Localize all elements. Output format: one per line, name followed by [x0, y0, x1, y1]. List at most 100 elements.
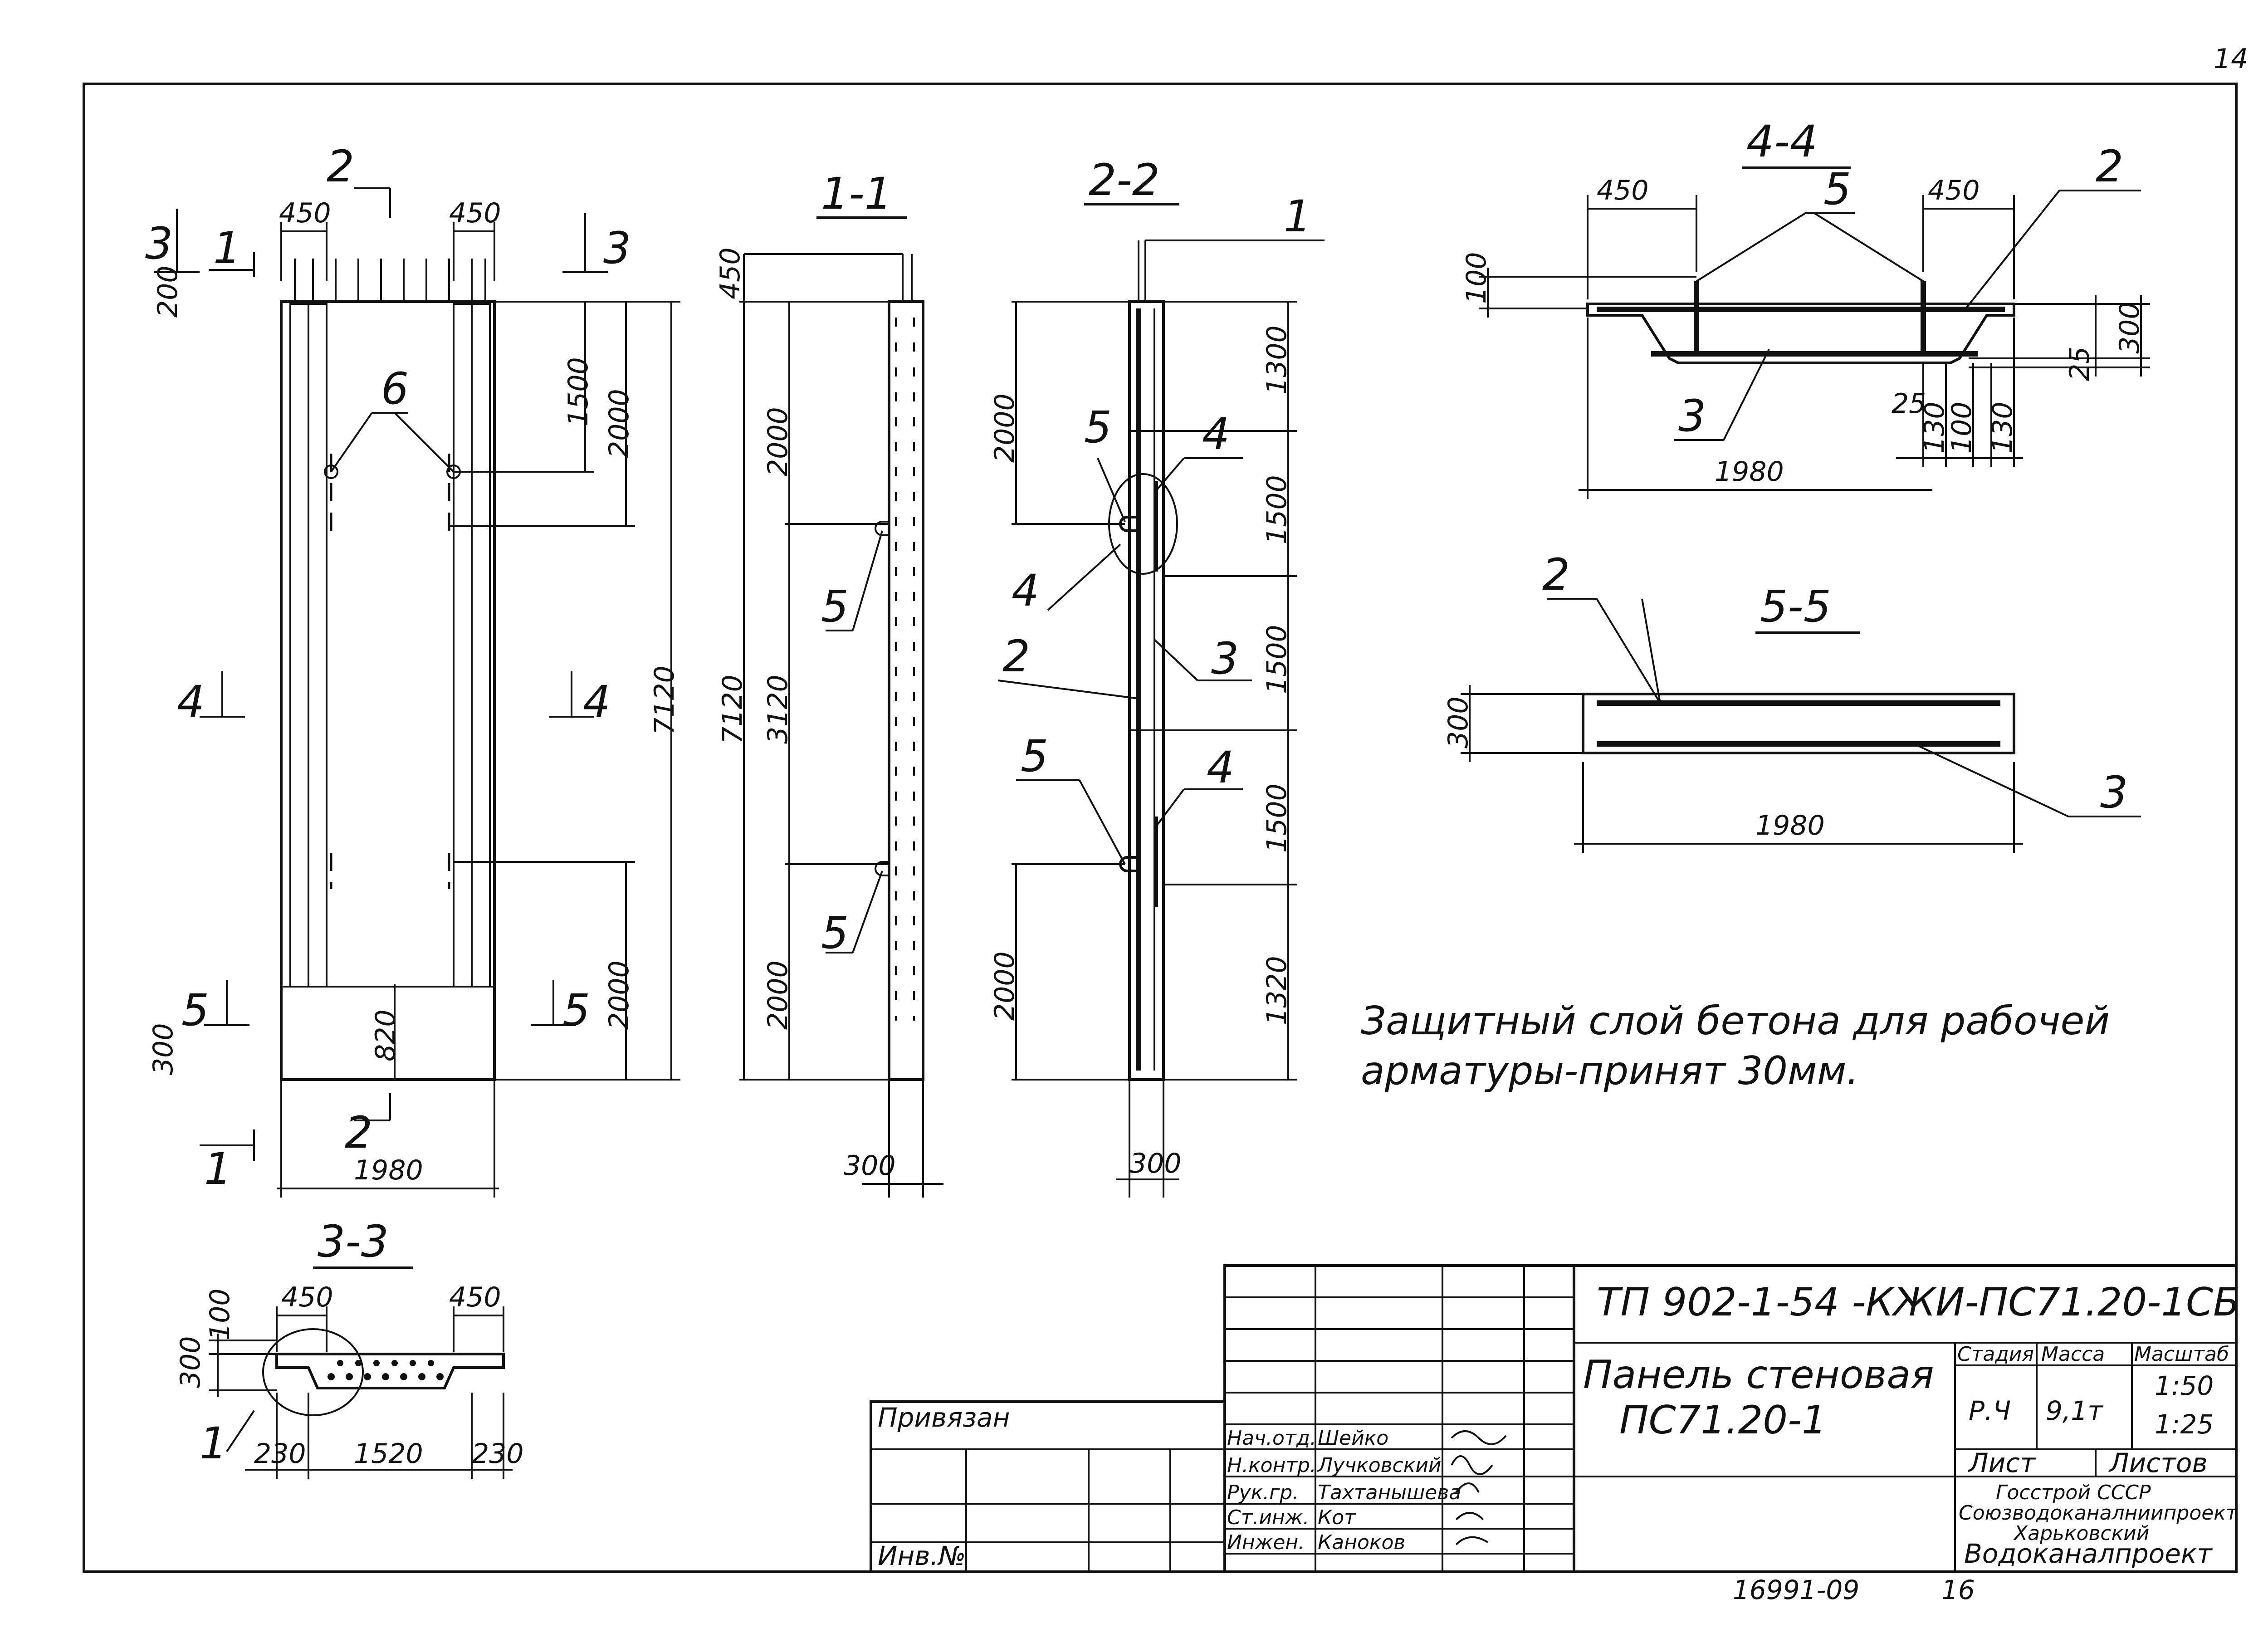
dim-1500-a: 1500: [1261, 475, 1293, 544]
dim-1980: 1980: [1755, 810, 1825, 841]
marker-1-bottom: 1: [204, 1144, 232, 1194]
section-4-4-profile: [1586, 303, 2015, 364]
section-3-3: 3-3 450 450 100 300 230 1520 230: [175, 1216, 524, 1479]
stage-header: Стадия: [1957, 1343, 2034, 1366]
embedded-part-left: [324, 465, 338, 479]
callout-2: 2: [1002, 631, 1030, 682]
marker-3-right: 3: [603, 223, 631, 274]
dim-2000-top: 2000: [762, 407, 794, 476]
dim-450: 450: [714, 247, 746, 299]
corner-number: 14: [2214, 43, 2248, 75]
section-5-5-outline: [1582, 693, 2015, 754]
callout-5-lower: 5: [1021, 731, 1048, 782]
dim-1500: 1500: [562, 357, 594, 426]
marker-4-left: 4: [177, 676, 205, 727]
dim-7120: 7120: [649, 665, 680, 735]
role-norm-control: Н.контр.: [1227, 1454, 1316, 1477]
bound-label: Привязан: [878, 1402, 1010, 1433]
scale-value-2: 1:25: [2155, 1409, 2214, 1440]
callout-5: 5: [1823, 164, 1851, 215]
role-engineer: Инжен.: [1227, 1531, 1305, 1554]
section-1-1-holes: [895, 318, 915, 1021]
scale-value-1: 1:50: [2155, 1370, 2214, 1401]
dim-300: 300: [844, 1150, 896, 1182]
dim-300: 300: [1442, 696, 1474, 748]
dim-2000-left-top: 2000: [989, 393, 1021, 463]
name-norm-control: Лучковский: [1317, 1454, 1442, 1477]
document-code: ТП 902-1-54 -КЖИ-ПС71.20-1СБ: [1597, 1280, 2240, 1325]
note-line-2: арматуры-принят 30мм.: [1361, 1048, 1859, 1094]
section-2-2-title: 2-2: [1089, 155, 1160, 205]
dim-450-right: 450: [1928, 175, 1980, 206]
callout-4-upper-right: 4: [1202, 409, 1230, 460]
dim-1980: 1980: [1715, 456, 1784, 488]
section-1-1-outline: [888, 300, 924, 1081]
callout-1: 1: [1284, 191, 1311, 242]
mass-value: 9,1т: [2046, 1395, 2104, 1426]
dim-2000-lower: 2000: [603, 960, 635, 1030]
callout-3: 3: [1678, 391, 1706, 441]
callout-5-upper: 5: [821, 581, 849, 632]
dim-450-left: 450: [281, 1281, 333, 1313]
sheet-label: Лист: [1968, 1447, 2036, 1478]
name-senior-eng: Кот: [1318, 1506, 1356, 1529]
name-head-of-dept: Шейко: [1318, 1427, 1388, 1450]
callout-4-left: 4: [1012, 565, 1039, 616]
dim-230-left: 230: [254, 1438, 306, 1470]
section-5-5: 5-5 2 3 300 1980: [1442, 549, 2141, 853]
callout-1: 1: [200, 1418, 227, 1469]
dim-2000-upper: 2000: [603, 389, 635, 458]
archive-page: 16: [1941, 1574, 1975, 1605]
marker-4-right: 4: [583, 676, 611, 727]
panel-outline: [280, 300, 496, 1081]
dim-100-left: 100: [1461, 252, 1492, 304]
callout-3: 3: [2100, 767, 2128, 818]
callout-5-lower: 5: [821, 908, 849, 958]
dim-25-a: 25: [2064, 347, 2096, 381]
role-head-of-dept: Нач.отд.: [1227, 1427, 1316, 1450]
section-3-3-profile: [275, 1353, 505, 1389]
dim-300: 300: [2114, 302, 2146, 354]
section-1-1: 1-1 5 5 450 2000 7120 3120 2000: [714, 168, 943, 1198]
callout-4-lower: 4: [1207, 742, 1234, 793]
callout-6: 6: [381, 363, 409, 414]
title-block: Привязан Инв.№ Нач.отд. Н.контр. Рук.гр.…: [870, 1264, 2240, 1573]
dim-2000-left-bottom: 2000: [989, 951, 1021, 1021]
callout-3: 3: [1211, 633, 1239, 684]
dim-450-left: 450: [279, 197, 331, 229]
section-5-5-title: 5-5: [1760, 581, 1831, 632]
org-line-3: Харьковский: [2013, 1522, 2149, 1545]
archive-number: 16991-09: [1733, 1574, 1859, 1605]
dim-100-b: 100: [1946, 401, 1978, 454]
dim-300: 300: [175, 1336, 206, 1388]
dim-2000-bottom: 2000: [762, 960, 794, 1030]
signatures: [1451, 1430, 1507, 1545]
dim-1300: 1300: [1261, 325, 1293, 395]
section-4-4-title: 4-4: [1746, 116, 1818, 167]
dim-130-b: 130: [1987, 401, 2019, 454]
section-1-1-title: 1-1: [821, 168, 892, 219]
inventory-label: Инв.№: [878, 1540, 966, 1571]
section-markers: [154, 187, 608, 1161]
marker-3-left: 3: [145, 218, 173, 269]
note-line-1: Защитный слой бетона для рабочей: [1361, 998, 2110, 1044]
name-engineer: Каноков: [1318, 1531, 1405, 1554]
rebar-stubs: [294, 259, 486, 302]
stage-value: Р.Ч: [1969, 1395, 2011, 1426]
dim-1500-c: 1500: [1261, 783, 1293, 853]
drawing-name-line-2: ПС71.20-1: [1619, 1398, 1827, 1443]
dim-230-right: 230: [472, 1438, 524, 1470]
section-3-3-holes: [327, 1360, 444, 1380]
dim-25-b: 25: [1892, 388, 1926, 420]
dim-300-side: 300: [147, 1023, 179, 1075]
org-line-4: Водоканалпроект: [1964, 1538, 2213, 1569]
drawing-name-line-1: Панель стеновая: [1583, 1352, 1934, 1398]
org-line-2: Союзводоканалниипроект: [1959, 1501, 2238, 1525]
panel-elevation: 6 450 450 200 1500 2000 7120 2000 820: [145, 141, 680, 1198]
dim-1980: 1980: [354, 1154, 423, 1186]
callout-2: 2: [1542, 549, 1570, 600]
section-4-4: 4-4 5 2 3 450 450 100: [1461, 116, 2150, 499]
marker-5-left: 5: [181, 985, 209, 1036]
